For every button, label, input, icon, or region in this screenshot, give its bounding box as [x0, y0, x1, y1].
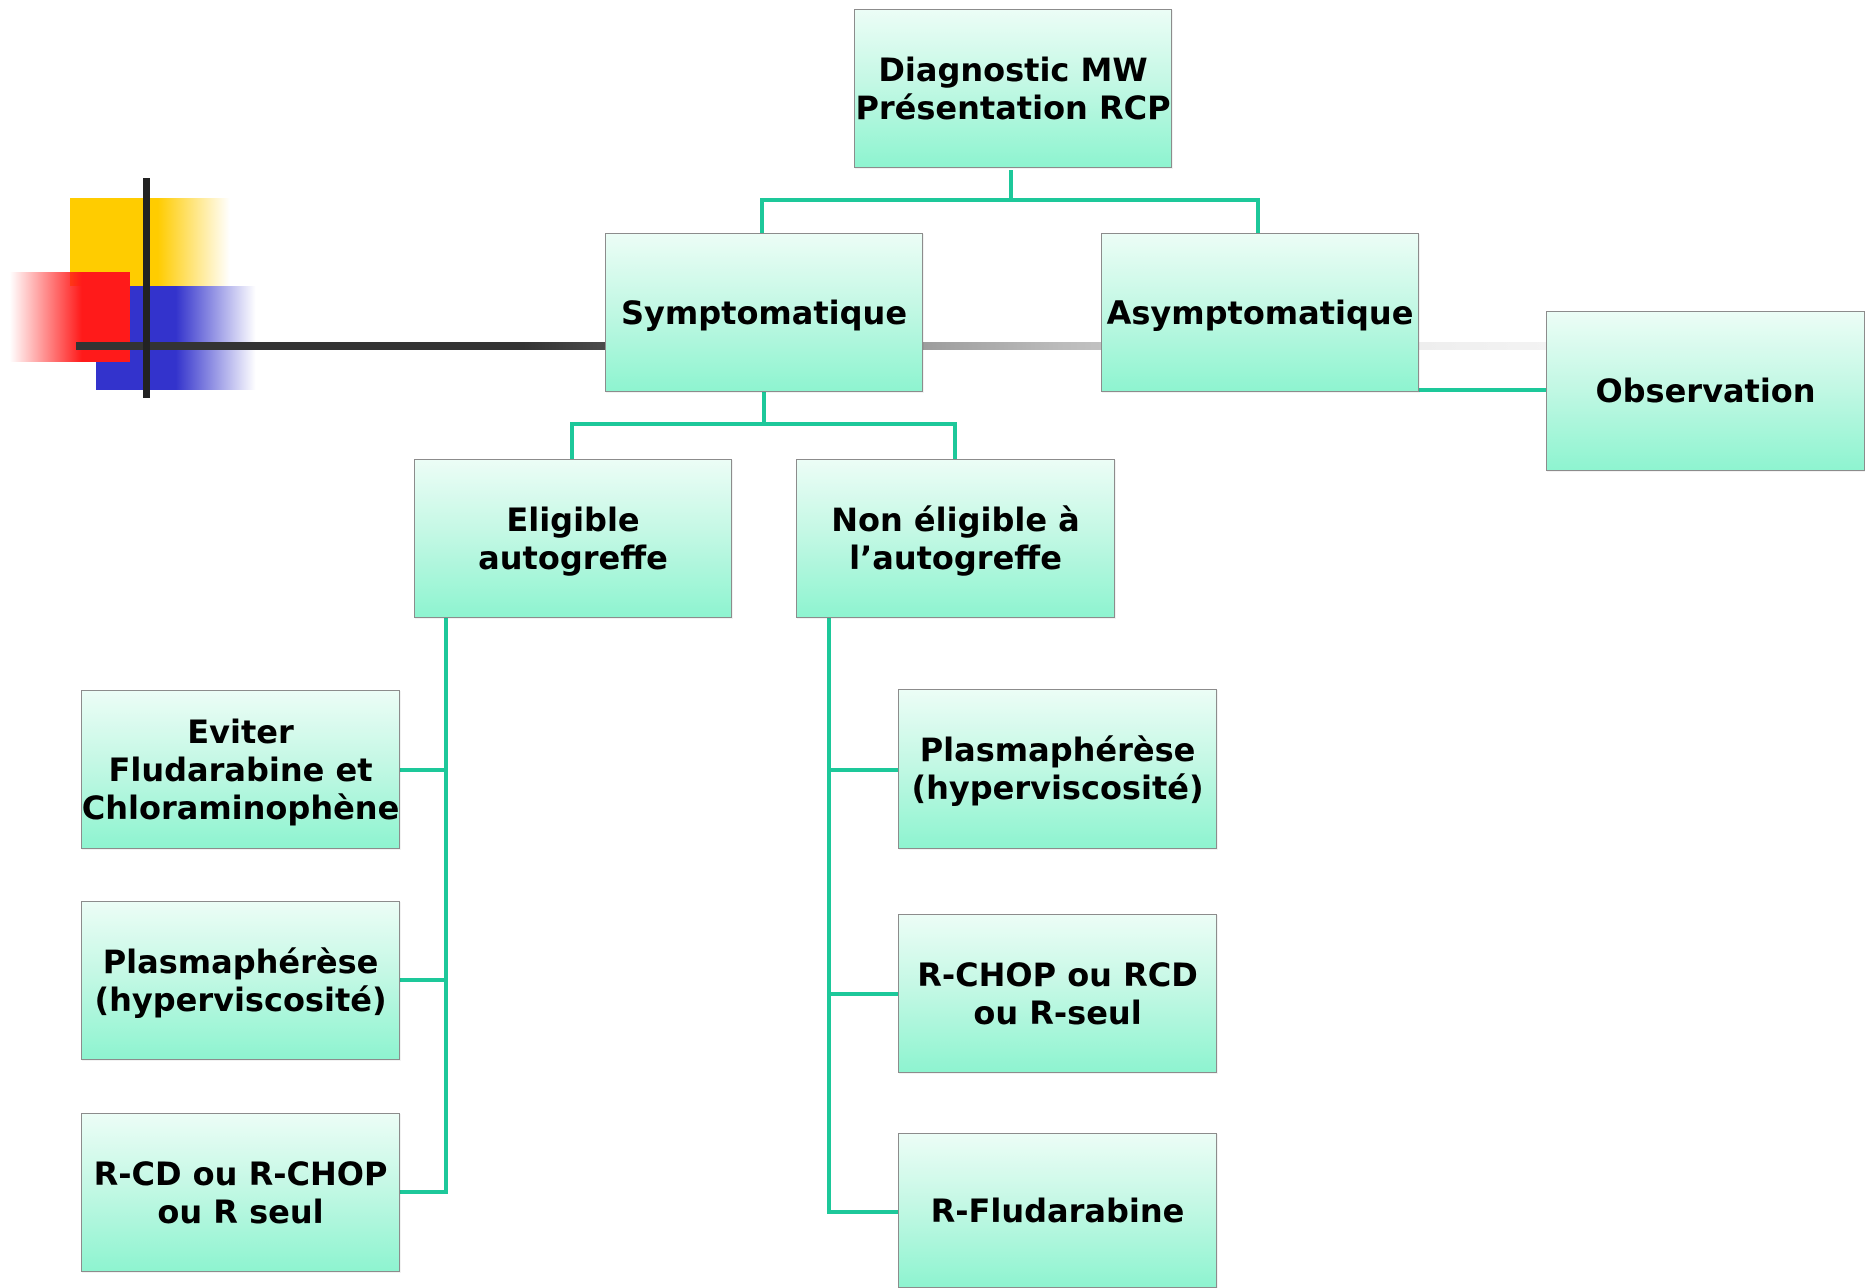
node-rcd-left: R-CD ou R-CHOP ou R seul	[81, 1113, 400, 1272]
node-observation: Observation	[1546, 311, 1865, 471]
edge-non-eligible-children	[827, 618, 898, 1214]
logo-vertical-rule	[143, 178, 150, 398]
edge-root-children	[760, 170, 1260, 234]
node-rchop-right: R-CHOP ou RCD ou R-seul	[898, 914, 1217, 1073]
node-diagnostic: Diagnostic MW Présentation RCP	[854, 9, 1172, 168]
node-symptomatique: Symptomatique	[605, 233, 923, 392]
node-plasmapherese-left: Plasmaphérèse (hyperviscosité)	[81, 901, 400, 1060]
edge-symptomatique-children	[570, 392, 957, 460]
node-eligible: Eligible autogreffe	[414, 459, 732, 618]
logo-horizontal-rule	[76, 342, 1865, 350]
node-eviter: Eviter Fludarabine et Chloraminophène	[81, 690, 400, 849]
node-non-eligible: Non éligible à l’autogreffe	[796, 459, 1115, 618]
logo-yellow-square	[70, 198, 230, 286]
node-asymptomatique: Asymptomatique	[1101, 233, 1419, 392]
edge-eligible-children	[400, 618, 448, 1194]
node-rfludarabine-right: R-Fludarabine	[898, 1133, 1217, 1288]
node-plasmapherese-right: Plasmaphérèse (hyperviscosité)	[898, 689, 1217, 849]
